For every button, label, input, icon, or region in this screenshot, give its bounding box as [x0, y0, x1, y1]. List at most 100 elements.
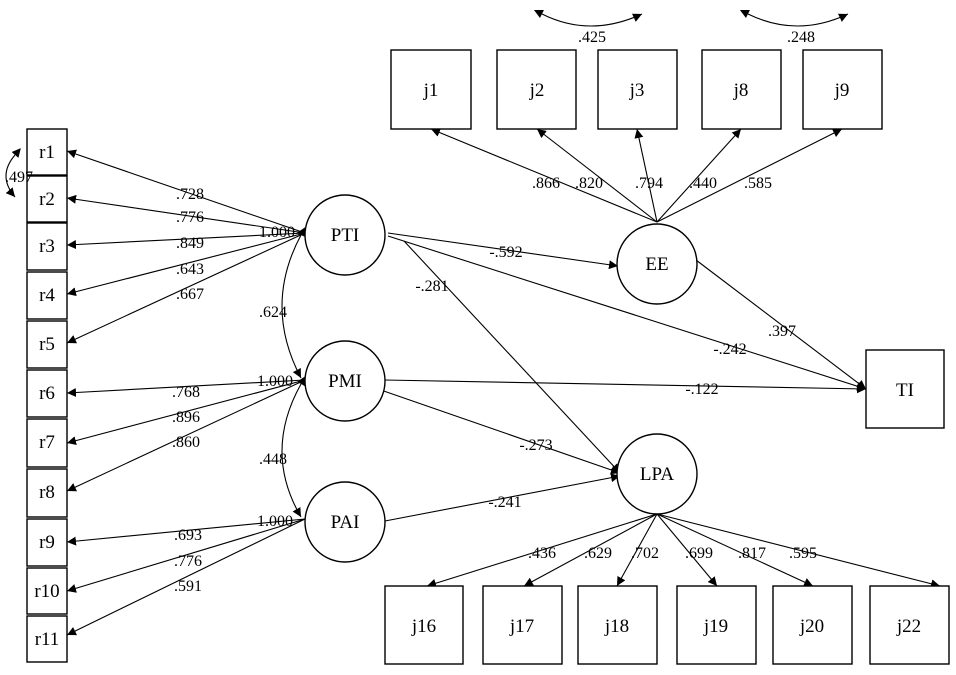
coef-r9: .693	[174, 527, 202, 544]
box-r4: r4	[26, 271, 68, 320]
coef-pmi-pai-cov: .448	[259, 451, 287, 468]
covariance-j1-j3	[533, 9, 643, 27]
arrow-pti-r2	[66, 194, 306, 234]
arrow-pti-r3	[66, 232, 306, 250]
label-pti: PTI	[331, 225, 360, 246]
coef-r4: .643	[176, 261, 204, 278]
label-r5: r5	[39, 334, 55, 355]
node-ee: EE	[616, 223, 698, 305]
path-lines	[5, 9, 941, 636]
covariance-pti-pmi	[281, 227, 306, 379]
arrow-pai-lpa	[384, 473, 621, 522]
r-indicators: r1 r2 r3 r4 r5 r6 r7 r8 r9 r10 r11	[26, 128, 68, 663]
arrow-pti-ee	[387, 232, 619, 270]
label-j2: j2	[529, 80, 545, 101]
coef-r1: .728	[176, 186, 204, 203]
arrow-lpa-j16	[426, 513, 658, 588]
box-j19: j19	[676, 585, 757, 665]
arrow-pai-r11	[66, 518, 306, 636]
coef-r6: .768	[172, 384, 200, 401]
box-j1: j1	[390, 49, 472, 130]
coef-pti-ee: -.592	[489, 244, 522, 261]
coef-r5: .667	[176, 286, 204, 303]
covariance-j8-j9	[739, 9, 849, 27]
coef-j8: .440	[689, 175, 717, 192]
coef-pti-fixed: 1.000	[259, 224, 295, 241]
arrow-lpa-j22	[656, 513, 941, 589]
arrow-ee-j9	[656, 128, 843, 223]
arrow-pti-r4	[66, 232, 306, 297]
label-r3: r3	[39, 236, 55, 257]
arrow-lpa-j18	[616, 513, 658, 587]
label-j18: j18	[604, 616, 629, 637]
coef-j19: .699	[685, 545, 713, 562]
box-j16: j16	[384, 585, 464, 665]
box-j2: j2	[496, 49, 577, 130]
ee-indicators: j1 j2 j3 j8 j9	[390, 49, 883, 130]
label-j8: j8	[733, 80, 749, 101]
box-j9: j9	[802, 49, 883, 130]
box-r5: r5	[26, 320, 68, 369]
coef-ee-ti: .397	[768, 323, 796, 340]
coef-j8-j9-cov: .248	[787, 29, 815, 46]
arrow-pti-lpa	[403, 240, 621, 474]
arrow-pmi-r7	[66, 379, 306, 446]
box-j8: j8	[701, 49, 782, 130]
box-r7: r7	[26, 418, 68, 468]
box-j18: j18	[577, 585, 658, 665]
box-r2: r2	[26, 175, 68, 223]
coef-j20: .817	[738, 545, 766, 562]
label-r4: r4	[39, 285, 55, 306]
coef-j3: .794	[635, 175, 663, 192]
coef-j18: .702	[631, 545, 659, 562]
label-j20: j20	[799, 616, 824, 637]
coef-j1: .866	[532, 175, 560, 192]
arrow-pmi-lpa	[377, 388, 621, 475]
box-j17: j17	[482, 585, 563, 665]
box-r8: r8	[26, 468, 68, 518]
lpa-indicators: j16 j17 j18 j19 j20 j22	[384, 585, 950, 665]
box-r3: r3	[26, 222, 68, 271]
arrow-ee-ti	[695, 259, 867, 390]
arrow-lpa-j19	[656, 513, 718, 587]
coef-j2: .820	[575, 175, 603, 192]
label-lpa: LPA	[640, 464, 674, 485]
label-j1: j1	[423, 80, 439, 101]
box-r10: r10	[26, 567, 68, 615]
coef-j17: .629	[584, 545, 612, 562]
coef-r2: .776	[176, 209, 204, 226]
coef-pti-ti: -.242	[713, 341, 746, 358]
box-r11: r11	[26, 615, 68, 663]
arrow-lpa-j17	[523, 513, 658, 587]
arrow-ee-j8	[656, 128, 742, 223]
arrow-pti-ti	[387, 235, 867, 391]
label-pmi: PMI	[328, 371, 362, 392]
box-r9: r9	[26, 518, 68, 567]
label-j16: j16	[411, 616, 436, 637]
label-r11: r11	[35, 629, 60, 650]
coef-pai-lpa: -.241	[488, 494, 521, 511]
label-j3: j3	[629, 80, 645, 101]
covariance-pmi-pai	[281, 376, 306, 518]
arrow-pai-r10	[66, 518, 306, 593]
arrow-pmi-r6	[66, 379, 306, 398]
arrow-pti-r5	[66, 232, 306, 344]
arrow-pai-r9	[66, 518, 306, 546]
node-pti: PTI	[304, 194, 386, 276]
coef-j1-j3-cov: .425	[578, 29, 606, 46]
coef-j22: .595	[789, 545, 817, 562]
coef-r7: .896	[172, 409, 200, 426]
coef-j16: .436	[528, 545, 556, 562]
arrow-ee-j3	[634, 128, 658, 223]
box-r1: r1	[26, 128, 68, 176]
label-r2: r2	[39, 189, 55, 210]
label-r10: r10	[34, 581, 59, 602]
arrow-pmi-ti	[384, 379, 867, 394]
arrow-pmi-r8	[66, 379, 306, 492]
label-r6: r6	[39, 383, 55, 404]
label-r8: r8	[39, 482, 55, 503]
label-r1: r1	[39, 142, 55, 163]
label-pai: PAI	[331, 512, 360, 533]
box-j20: j20	[772, 585, 853, 665]
arrow-lpa-j20	[656, 513, 814, 587]
